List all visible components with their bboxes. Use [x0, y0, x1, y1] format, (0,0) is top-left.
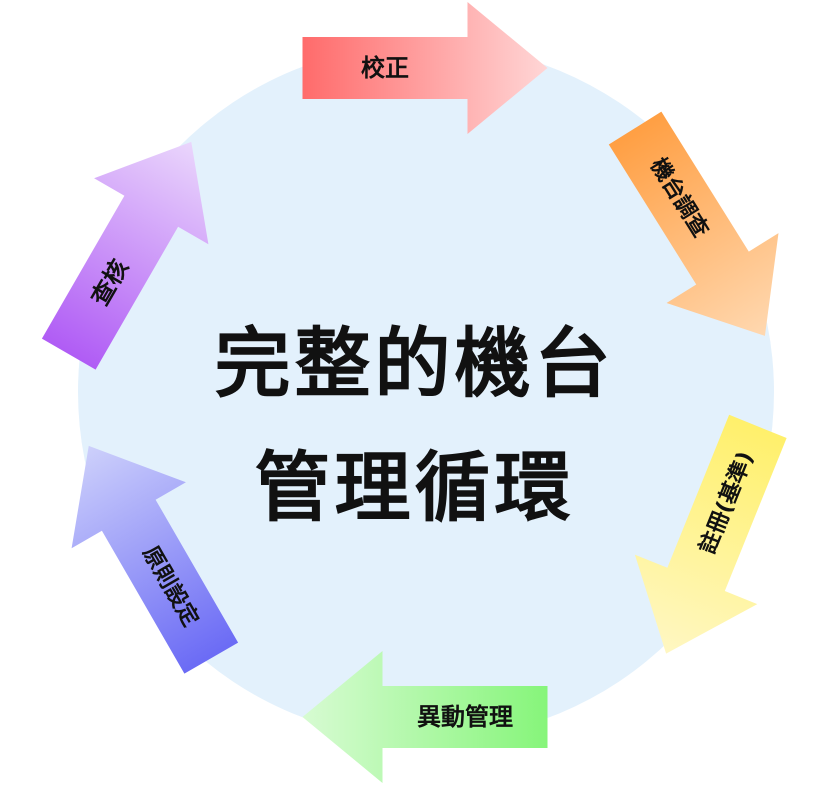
diagram-title-line-1: 完整的機台 [214, 319, 615, 408]
arrow-shape-change-management [302, 651, 548, 783]
arrow-registration-baseline [634, 414, 787, 654]
arrow-machine-survey [608, 111, 779, 336]
arrow-shape-policy-setting [71, 445, 239, 674]
arrow-shape-audit [41, 141, 209, 370]
diagram-title-line-2: 管理循環 [254, 443, 575, 532]
background-circle [78, 44, 774, 740]
arrow-shape-machine-survey [608, 111, 779, 336]
step-label-calibration: 校正 [361, 54, 409, 82]
step-label-change-management: 異動管理 [417, 703, 513, 731]
arrow-audit [41, 141, 209, 370]
arrow-calibration [302, 2, 548, 134]
arrow-shape-registration-baseline [634, 414, 787, 654]
arrow-shape-calibration [302, 2, 548, 134]
arrow-change-management [302, 651, 548, 783]
arrow-policy-setting [71, 445, 239, 674]
